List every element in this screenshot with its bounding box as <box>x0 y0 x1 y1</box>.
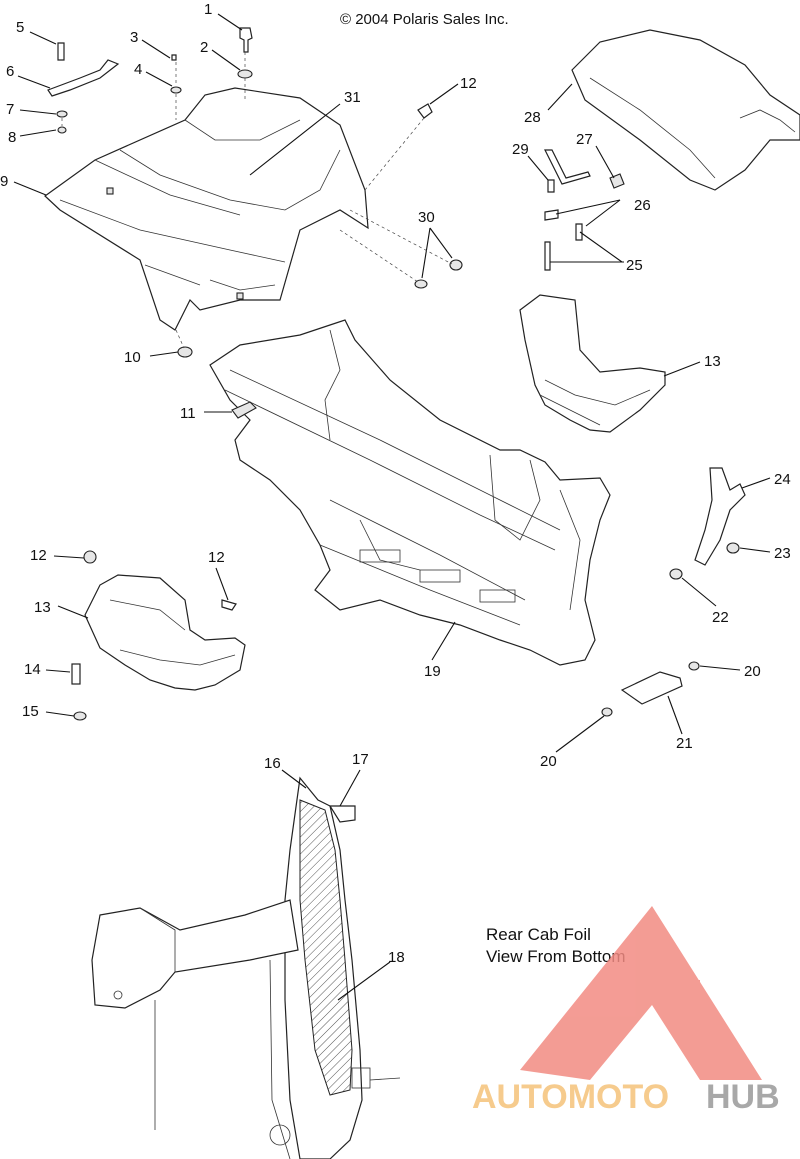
callout-24: 24 <box>774 471 791 488</box>
watermark-logo: AUTOMOTO HUB <box>472 906 780 1116</box>
callout-7: 7 <box>6 101 14 118</box>
callout-10: 10 <box>124 349 141 366</box>
leader-lines <box>13 13 771 1001</box>
watermark-text-left: AUTOMOTO <box>472 1078 669 1116</box>
callout-17: 17 <box>352 751 369 768</box>
footwell-left-part <box>84 574 246 691</box>
seat-part <box>571 29 800 191</box>
callout-6: 6 <box>6 63 14 80</box>
assembly-dashed-lines <box>61 52 453 349</box>
callout-16: 16 <box>264 755 281 772</box>
callout-23: 23 <box>774 545 791 562</box>
callout-12-top: 12 <box>460 75 477 92</box>
callout-4: 4 <box>134 61 142 78</box>
callout-11: 11 <box>180 405 196 422</box>
callout-20-left: 20 <box>540 753 557 770</box>
callout-31: 31 <box>344 89 361 106</box>
callout-1: 1 <box>204 1 212 18</box>
callout-3: 3 <box>130 29 138 46</box>
callout-22: 22 <box>712 609 729 626</box>
frame-part <box>209 319 611 666</box>
right-bracket-parts <box>601 467 746 717</box>
rear-cab-bottom-view <box>91 776 401 1159</box>
left-fastener-parts <box>71 550 237 721</box>
callout-19: 19 <box>424 663 441 680</box>
callout-14: 14 <box>24 661 41 678</box>
callout-13-lower: 13 <box>34 599 51 616</box>
seat-latch-parts <box>544 149 625 271</box>
copyright-text: © 2004 Polaris Sales Inc. <box>340 11 509 28</box>
callout-20-right: 20 <box>744 663 761 680</box>
callout-29: 29 <box>512 141 529 158</box>
rear-cab-part <box>44 87 369 331</box>
watermark-text-right: HUB <box>706 1078 780 1116</box>
bracket-part <box>231 401 257 419</box>
callout-18: 18 <box>388 949 405 966</box>
callout-30: 30 <box>418 209 435 226</box>
callout-5: 5 <box>16 19 24 36</box>
callout-2: 2 <box>200 39 208 56</box>
callout-8: 8 <box>8 129 16 146</box>
view-note-line-2: View From Bottom <box>486 947 626 966</box>
callout-12-mid: 12 <box>208 549 225 566</box>
callout-9: 9 <box>0 173 8 190</box>
view-note-line-1: Rear Cab Foil <box>486 925 591 944</box>
callout-numbers: 1 2 3 4 5 6 7 8 9 31 12 30 28 29 27 26 2… <box>0 1 791 966</box>
callout-26: 26 <box>634 197 651 214</box>
callout-25: 25 <box>626 257 643 274</box>
callout-21: 21 <box>676 735 693 752</box>
callout-12-left: 12 <box>30 547 47 564</box>
callout-13-upper: 13 <box>704 353 721 370</box>
footwell-right-part <box>519 294 666 433</box>
callout-27: 27 <box>576 131 593 148</box>
callout-15: 15 <box>22 703 39 720</box>
callout-28: 28 <box>524 109 541 126</box>
